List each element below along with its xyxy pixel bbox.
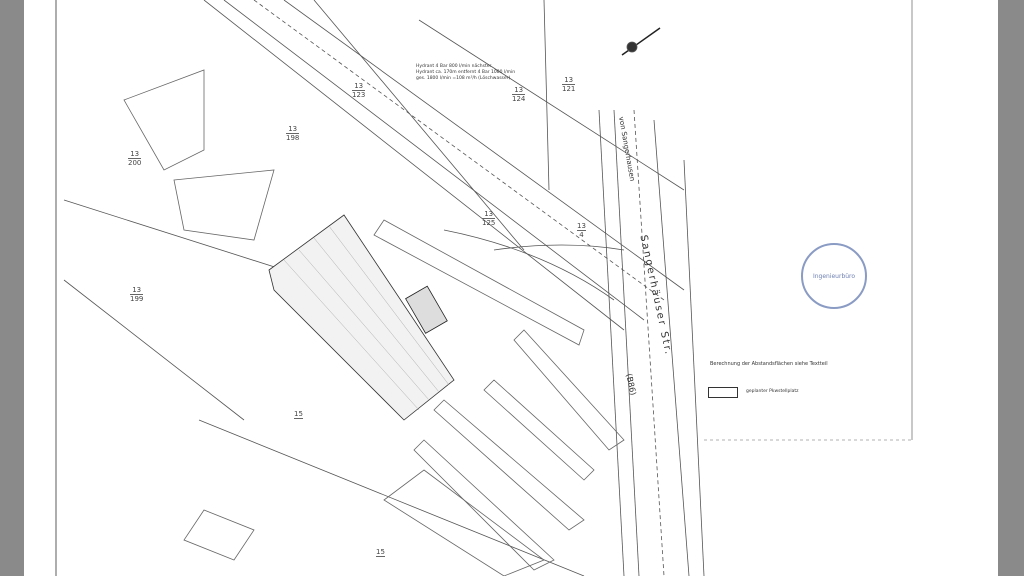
north-arrow-icon <box>621 27 661 56</box>
road-b86 <box>598 109 705 576</box>
parcel-label: 15 <box>376 548 385 557</box>
parking-rows <box>123 69 625 576</box>
setback-note: Berechnung der Abstandsflächen siehe Tex… <box>710 361 828 367</box>
access-road <box>443 229 615 301</box>
road <box>203 0 685 331</box>
site-plan-drawing <box>55 0 913 576</box>
parcel-label: 15 <box>294 410 303 419</box>
legend-label: geplanter Pkwstellplatz <box>746 389 799 394</box>
official-stamp: Ingenieurbüro <box>801 243 867 309</box>
legend-swatch <box>708 387 738 398</box>
